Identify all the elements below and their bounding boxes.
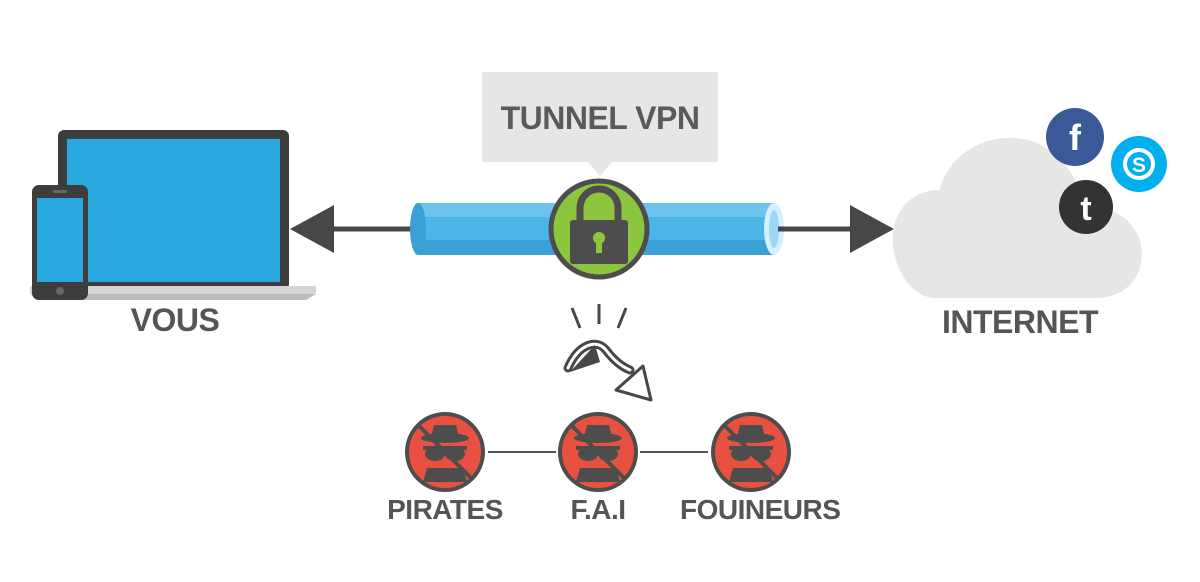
threat-label-isp: F.A.I — [570, 494, 626, 525]
cloud-icon — [892, 137, 1142, 298]
skype-icon: S — [1111, 136, 1167, 192]
spy-icon — [405, 412, 485, 492]
spy-icon — [711, 412, 791, 492]
twitter-icon: t — [1059, 180, 1113, 234]
svg-text:f: f — [1069, 117, 1082, 158]
phone-icon — [32, 185, 88, 300]
intercept-arrow-icon — [563, 339, 653, 402]
svg-text:S: S — [1132, 154, 1146, 177]
internet-label: INTERNET — [942, 304, 1099, 340]
laptop-icon — [30, 130, 316, 300]
arrow-to-user — [290, 205, 418, 253]
user-label: VOUS — [130, 302, 220, 338]
tunnel-callout: TUNNEL VPN — [482, 72, 718, 176]
svg-text:t: t — [1080, 190, 1091, 228]
padlock-icon — [548, 178, 650, 280]
spy-icon — [558, 412, 638, 492]
threat-label-pirates: PIRATES — [387, 494, 503, 525]
arrow-to-internet — [778, 205, 894, 253]
threat-label-snoopers: FOUINEURS — [680, 494, 841, 525]
facebook-icon: f — [1046, 108, 1104, 166]
tunnel-label: TUNNEL VPN — [500, 100, 700, 136]
signal-lines — [570, 304, 628, 329]
